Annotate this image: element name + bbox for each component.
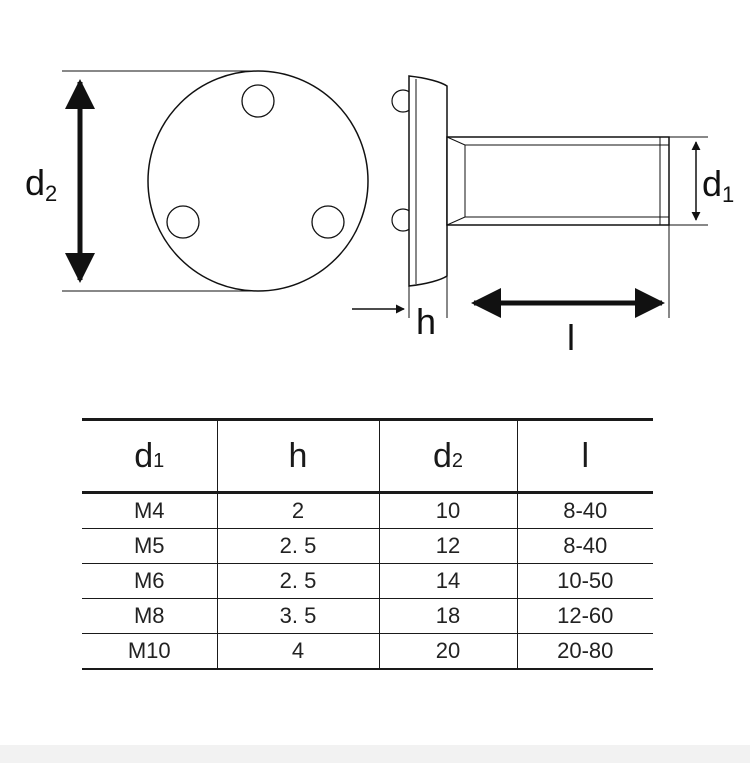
cell-d2: 18	[378, 598, 517, 634]
bolt-side-view	[391, 75, 670, 287]
cell-d2: 12	[378, 528, 517, 564]
cell-h: 2. 5	[216, 528, 379, 564]
table-row: M10 4 20 20-80	[82, 633, 653, 669]
flange-front-view	[147, 70, 369, 292]
technical-drawing: d2 d1 h l	[25, 70, 734, 358]
dimension-table: d1 h d2 l M4 2 10 8-40 M5 2. 5 12 8-40 M…	[82, 418, 653, 670]
cell-d1: M5	[82, 528, 217, 564]
shank-chamfer-bottom	[446, 216, 466, 226]
table-row: M5 2. 5 12 8-40	[82, 528, 653, 564]
shank-chamfer-top	[446, 136, 466, 146]
d2-label: d2	[25, 162, 57, 206]
header-d2: d2	[378, 419, 517, 494]
cell-d1: M4	[82, 492, 217, 529]
flange-hole-left	[166, 205, 200, 239]
table-row: M6 2. 5 14 10-50	[82, 563, 653, 599]
cell-l: 10-50	[516, 563, 653, 599]
flange-head-profile	[408, 75, 448, 287]
cell-d2: 10	[378, 492, 517, 529]
cell-d2: 14	[378, 563, 517, 599]
h-label: h	[416, 301, 436, 342]
header-l: l	[516, 419, 653, 494]
header-d1: d1	[82, 419, 217, 494]
cell-l: 20-80	[516, 633, 653, 669]
cell-l: 12-60	[516, 598, 653, 634]
bottom-band	[0, 745, 750, 763]
cell-h: 2	[216, 492, 379, 529]
header-h: h	[216, 419, 379, 494]
cell-h: 3. 5	[216, 598, 379, 634]
l-dimension: l	[471, 225, 670, 358]
h-dimension: h	[352, 276, 448, 342]
table-row: M4 2 10 8-40	[82, 492, 653, 529]
table-header-row: d1 h d2 l	[82, 419, 653, 494]
table-row: M8 3. 5 18 12-60	[82, 598, 653, 634]
l-label: l	[567, 317, 575, 358]
d1-label: d1	[702, 163, 734, 207]
cell-l: 8-40	[516, 492, 653, 529]
flange-hole-right	[311, 205, 345, 239]
d2-dimension: d2	[25, 70, 258, 292]
threaded-shank	[446, 136, 670, 226]
d1-dimension: d1	[669, 136, 734, 226]
flange-hole-top	[241, 84, 275, 118]
cell-l: 8-40	[516, 528, 653, 564]
cell-d1: M6	[82, 563, 217, 599]
cell-h: 2. 5	[216, 563, 379, 599]
cell-h: 4	[216, 633, 379, 669]
cell-d1: M10	[127, 638, 171, 663]
cell-d2: 20	[378, 633, 517, 669]
cell-d1: M8	[82, 598, 217, 634]
